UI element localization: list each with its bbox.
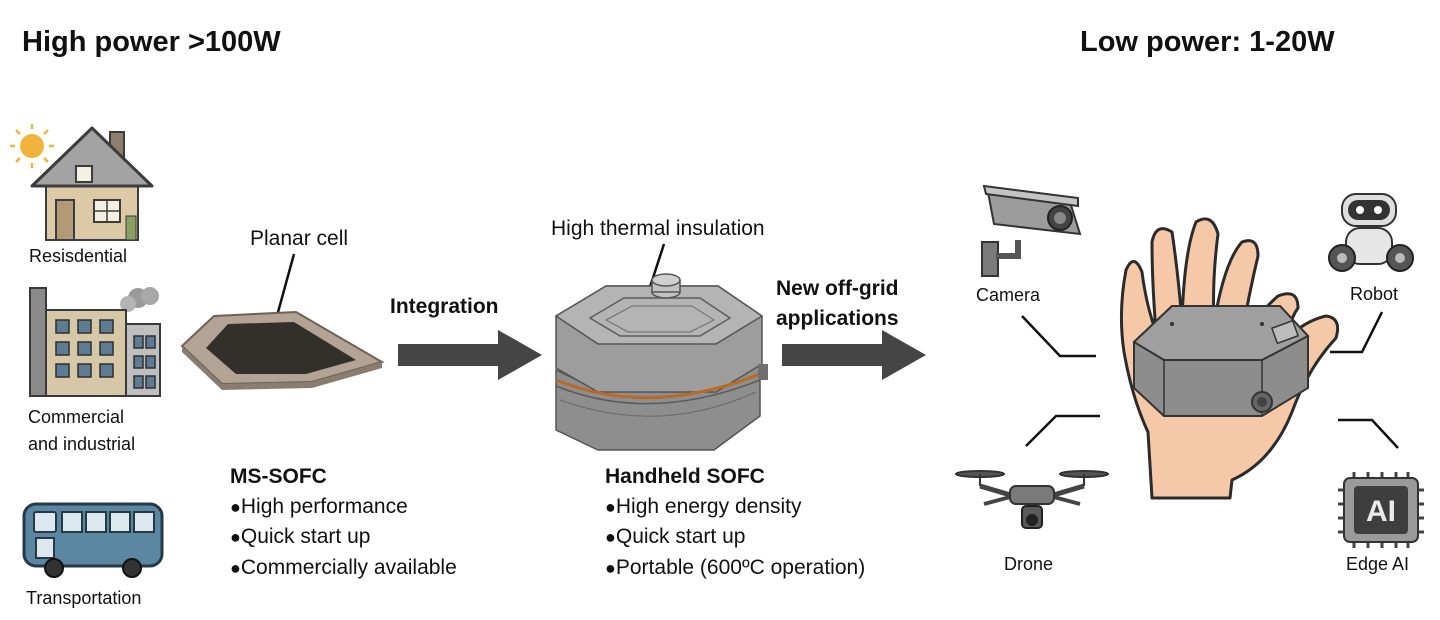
ms-sofc-info: MS-SOFC High performance Quick start up … (230, 462, 457, 583)
offgrid-arrow (782, 330, 926, 380)
handheld-sofc-device (554, 243, 768, 451)
thermal-insulation-label: High thermal insulation (551, 217, 765, 240)
integration-arrow (398, 330, 542, 380)
bus-icon (22, 502, 164, 578)
planar-cell-label: Planar cell (250, 227, 349, 250)
camera-label: Camera (976, 285, 1041, 305)
hand-with-device (1119, 217, 1340, 500)
ms-sofc-bullet: High performance (230, 492, 457, 523)
ms-sofc-bullet: Quick start up (230, 522, 457, 553)
commercial-label: Commercial and industrial (28, 407, 136, 454)
factory-icon (29, 287, 161, 397)
handheld-sofc-bullet: Portable (600ºC operation) (605, 553, 865, 584)
handheld-sofc-title: Handheld SOFC (605, 465, 765, 488)
camera-icon (981, 184, 1082, 277)
ms-sofc-title: MS-SOFC (230, 465, 327, 488)
house-icon (10, 124, 154, 241)
residential-label: Resisdential (29, 246, 128, 266)
ms-sofc-bullet: Commercially available (230, 553, 457, 584)
planar-cell-illustration (180, 253, 385, 390)
high-power-heading: High power >100W (22, 26, 281, 58)
edge-ai-label: Edge AI (1346, 554, 1410, 574)
robot-icon (1328, 193, 1414, 272)
ai-chip-icon: AI (1338, 472, 1424, 548)
offgrid-label: New off-grid applications (776, 277, 899, 330)
transportation-label: Transportation (26, 588, 142, 608)
handheld-sofc-bullet: High energy density (605, 492, 865, 523)
low-power-heading: Low power: 1-20W (1080, 26, 1335, 58)
integration-label: Integration (390, 295, 499, 318)
handheld-sofc-info: Handheld SOFC High energy density Quick … (605, 462, 865, 583)
handheld-sofc-bullet: Quick start up (605, 522, 865, 553)
robot-label: Robot (1350, 284, 1399, 304)
ai-chip-text: AI (1366, 495, 1396, 528)
drone-icon (955, 470, 1109, 529)
drone-label: Drone (1004, 554, 1054, 574)
